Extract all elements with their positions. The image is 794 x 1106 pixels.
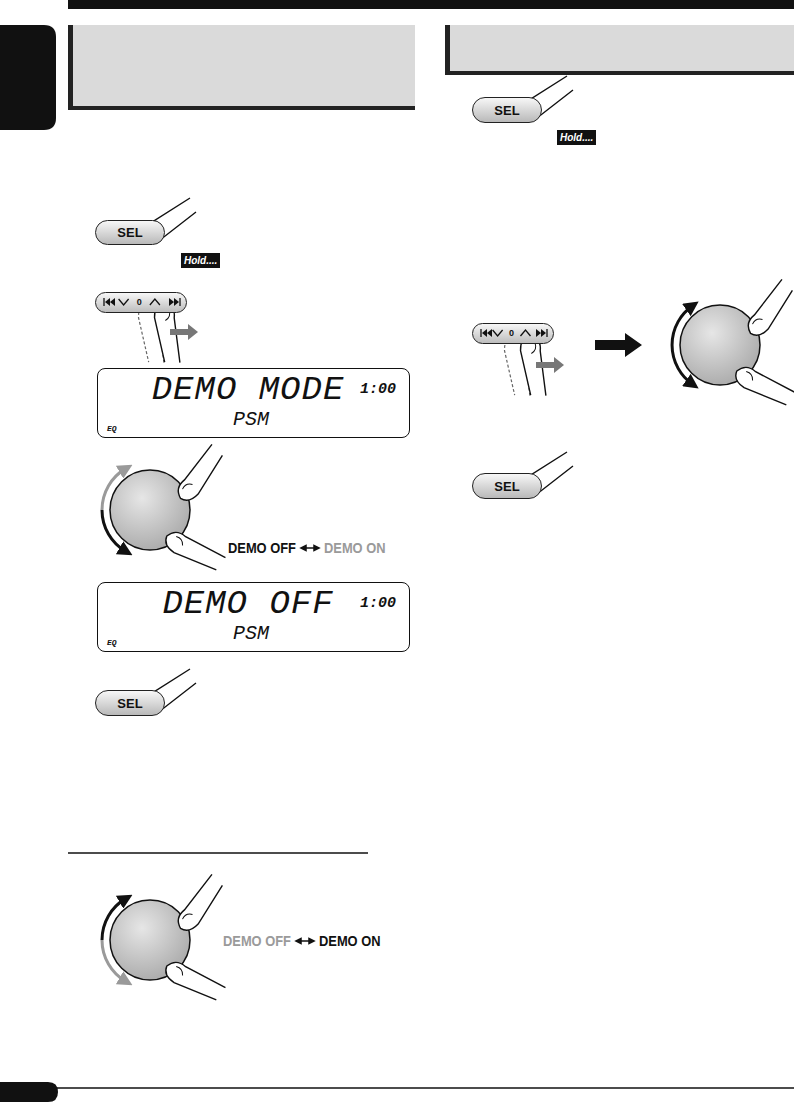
skip-button-bar: 0 xyxy=(472,323,554,344)
button-label: SEL xyxy=(117,225,142,240)
double-arrow xyxy=(303,547,317,549)
button-icons xyxy=(96,293,188,314)
mode-option: DEMO ON xyxy=(319,933,381,949)
sel-button: SEL xyxy=(95,690,165,716)
double-arrow xyxy=(298,940,312,942)
button-label: SEL xyxy=(494,479,519,494)
display-indicator: EQ xyxy=(107,639,117,647)
display-clock: 1:00 xyxy=(360,382,396,397)
sel-button: SEL xyxy=(95,220,165,245)
hold-indicator: Hold.... xyxy=(181,253,220,268)
skip-button-bar: 0 xyxy=(95,292,187,313)
button-label: SEL xyxy=(117,696,142,711)
sel-button: SEL xyxy=(472,97,542,123)
hold-indicator: Hold.... xyxy=(557,130,596,145)
button-digit: 0 xyxy=(137,297,142,307)
display-main-text: DEMO OFF xyxy=(162,587,333,621)
display-panel: DEMO OFF 1:00PSM EQ xyxy=(97,582,410,652)
mode-option: DEMO OFF xyxy=(223,933,291,949)
display-main-text: DEMO MODE xyxy=(152,373,345,407)
button-label: SEL xyxy=(494,103,519,118)
button-digit: 0 xyxy=(509,328,514,338)
display-sub-text: PSM xyxy=(233,410,269,430)
display-indicator: EQ xyxy=(107,425,117,433)
sel-button: SEL xyxy=(472,473,542,499)
display-panel: DEMO MODE 1:00PSM EQ xyxy=(97,368,410,438)
mode-option: DEMO ON xyxy=(324,540,386,556)
display-clock: 1:00 xyxy=(360,596,396,611)
mode-option: DEMO OFF xyxy=(228,540,296,556)
display-sub-text: PSM xyxy=(233,624,269,644)
